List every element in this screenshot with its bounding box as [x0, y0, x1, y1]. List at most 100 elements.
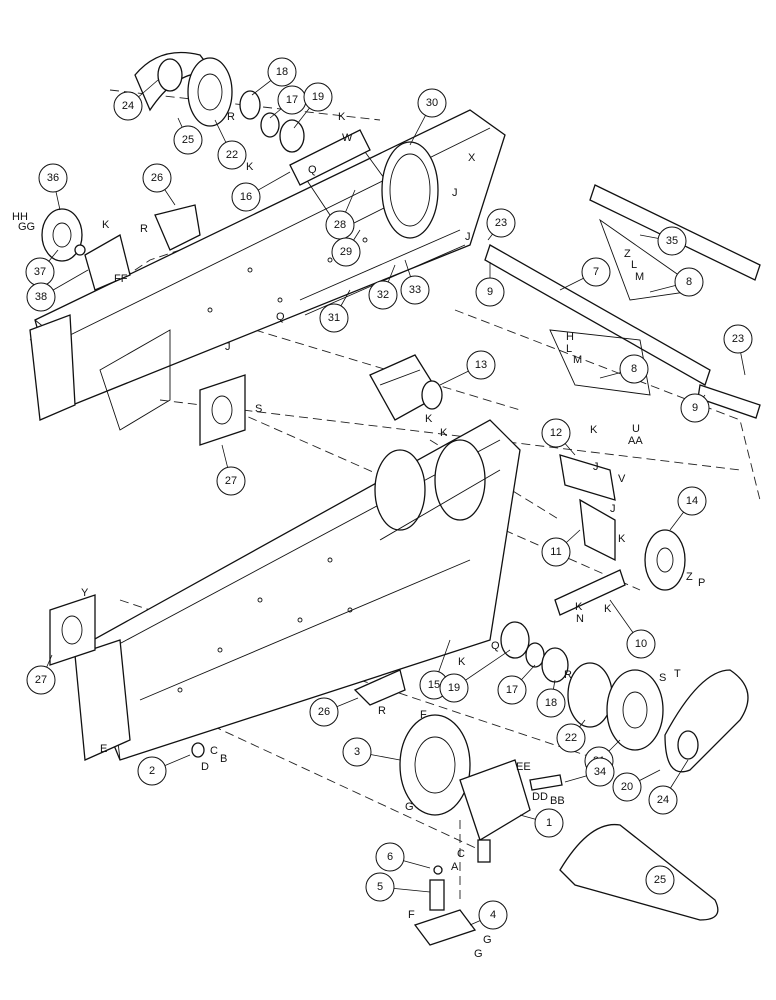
- callout-number: 7: [593, 266, 599, 278]
- callout-number: 34: [594, 766, 606, 778]
- callout-number: 15: [428, 679, 440, 691]
- callout-circle: [536, 688, 566, 718]
- callout-circle: [581, 257, 611, 287]
- callout-number: 26: [151, 172, 163, 184]
- callout-13: 13: [466, 350, 496, 380]
- callout-4: 4: [478, 900, 508, 930]
- callout-number: 22: [565, 732, 577, 744]
- callout-22: 22: [217, 140, 247, 170]
- callout-number: 20: [621, 781, 633, 793]
- callout-5: 5: [365, 872, 395, 902]
- callout-number: 33: [409, 284, 421, 296]
- callout-circle: [400, 275, 430, 305]
- callout-number: 36: [47, 172, 59, 184]
- reference-letter: J: [452, 187, 458, 199]
- reference-letter: K: [440, 427, 448, 439]
- motor-13: [369, 354, 443, 421]
- callout-circle: [173, 125, 203, 155]
- callout-11: 11: [541, 537, 571, 567]
- reference-letter: J: [225, 341, 231, 353]
- reference-letter: R: [378, 705, 386, 717]
- callout-17: 17: [497, 675, 527, 705]
- reference-letter: K: [575, 601, 583, 613]
- callout-circle: [556, 723, 586, 753]
- reference-letter: Q: [491, 640, 500, 652]
- callout-1: 1: [534, 808, 564, 838]
- callout-circle: [331, 237, 361, 267]
- callout-circle: [417, 88, 447, 118]
- callout-23: 23: [486, 208, 516, 238]
- callout-number: 10: [635, 638, 647, 650]
- reference-letter: K: [618, 533, 626, 545]
- callout-14: 14: [677, 486, 707, 516]
- reference-letter: N: [576, 613, 584, 625]
- reference-letter: AA: [628, 435, 643, 447]
- callout-16: 16: [231, 182, 261, 212]
- callout-number: 8: [686, 276, 692, 288]
- callout-circle: [486, 208, 516, 238]
- callout-circle: [541, 418, 571, 448]
- callout-circle: [303, 82, 333, 112]
- callout-number: 30: [426, 97, 438, 109]
- callout-26: 26: [142, 163, 172, 193]
- callout-number: 9: [692, 402, 698, 414]
- callout-circle: [478, 900, 508, 930]
- lower-pulley-group: [500, 621, 664, 751]
- reference-letter: T: [674, 668, 681, 680]
- idler-group: [41, 208, 131, 291]
- callout-10: 10: [626, 629, 656, 659]
- reference-letter: H: [566, 331, 574, 343]
- reference-letter: C: [457, 848, 465, 860]
- callout-2: 2: [137, 756, 167, 786]
- callout-circle: [466, 350, 496, 380]
- callout-circle: [38, 163, 68, 193]
- callout-circle: [648, 785, 678, 815]
- callout-number: 31: [328, 312, 340, 324]
- callout-circle: [677, 486, 707, 516]
- callout-circle: [267, 57, 297, 87]
- callout-number: 5: [377, 881, 383, 893]
- reference-letter: Y: [81, 587, 89, 599]
- reference-letter: K: [604, 603, 612, 615]
- callout-24: 24: [113, 91, 143, 121]
- callout-9: 9: [680, 393, 710, 423]
- reference-letter: L: [566, 343, 572, 355]
- reference-letter: J: [610, 503, 616, 515]
- callout-24: 24: [648, 785, 678, 815]
- callout-25: 25: [645, 865, 675, 895]
- callout-number: 16: [240, 191, 252, 203]
- reference-letter: K: [458, 656, 466, 668]
- callout-number: 27: [35, 674, 47, 686]
- reference-letter: K: [425, 413, 433, 425]
- reference-letter: EE: [516, 761, 531, 773]
- top-pulley-group: [134, 51, 371, 186]
- callout-number: 6: [387, 851, 393, 863]
- belt-20: [664, 669, 749, 773]
- callout-circle: [626, 629, 656, 659]
- reference-letter: R: [227, 111, 235, 123]
- callout-33: 33: [400, 275, 430, 305]
- callout-circle: [657, 226, 687, 256]
- callout-28: 28: [325, 210, 355, 240]
- callout-number: 25: [182, 134, 194, 146]
- reference-letter: Z: [624, 248, 631, 260]
- callout-31: 31: [319, 303, 349, 333]
- callout-circle: [216, 466, 246, 496]
- callout-number: 37: [34, 266, 46, 278]
- reference-letter: HH: [12, 211, 28, 223]
- callout-circle: [541, 537, 571, 567]
- callout-circle: [674, 267, 704, 297]
- callout-circle: [342, 737, 372, 767]
- callout-circle: [365, 872, 395, 902]
- callout-number: 19: [312, 91, 324, 103]
- upper-frame: [29, 109, 506, 431]
- small-parts: [191, 742, 477, 946]
- callout-circle: [680, 393, 710, 423]
- reference-letter: J: [465, 231, 471, 243]
- callout-circle: [319, 303, 349, 333]
- reference-letter: B: [220, 753, 227, 765]
- callout-circle: [375, 842, 405, 872]
